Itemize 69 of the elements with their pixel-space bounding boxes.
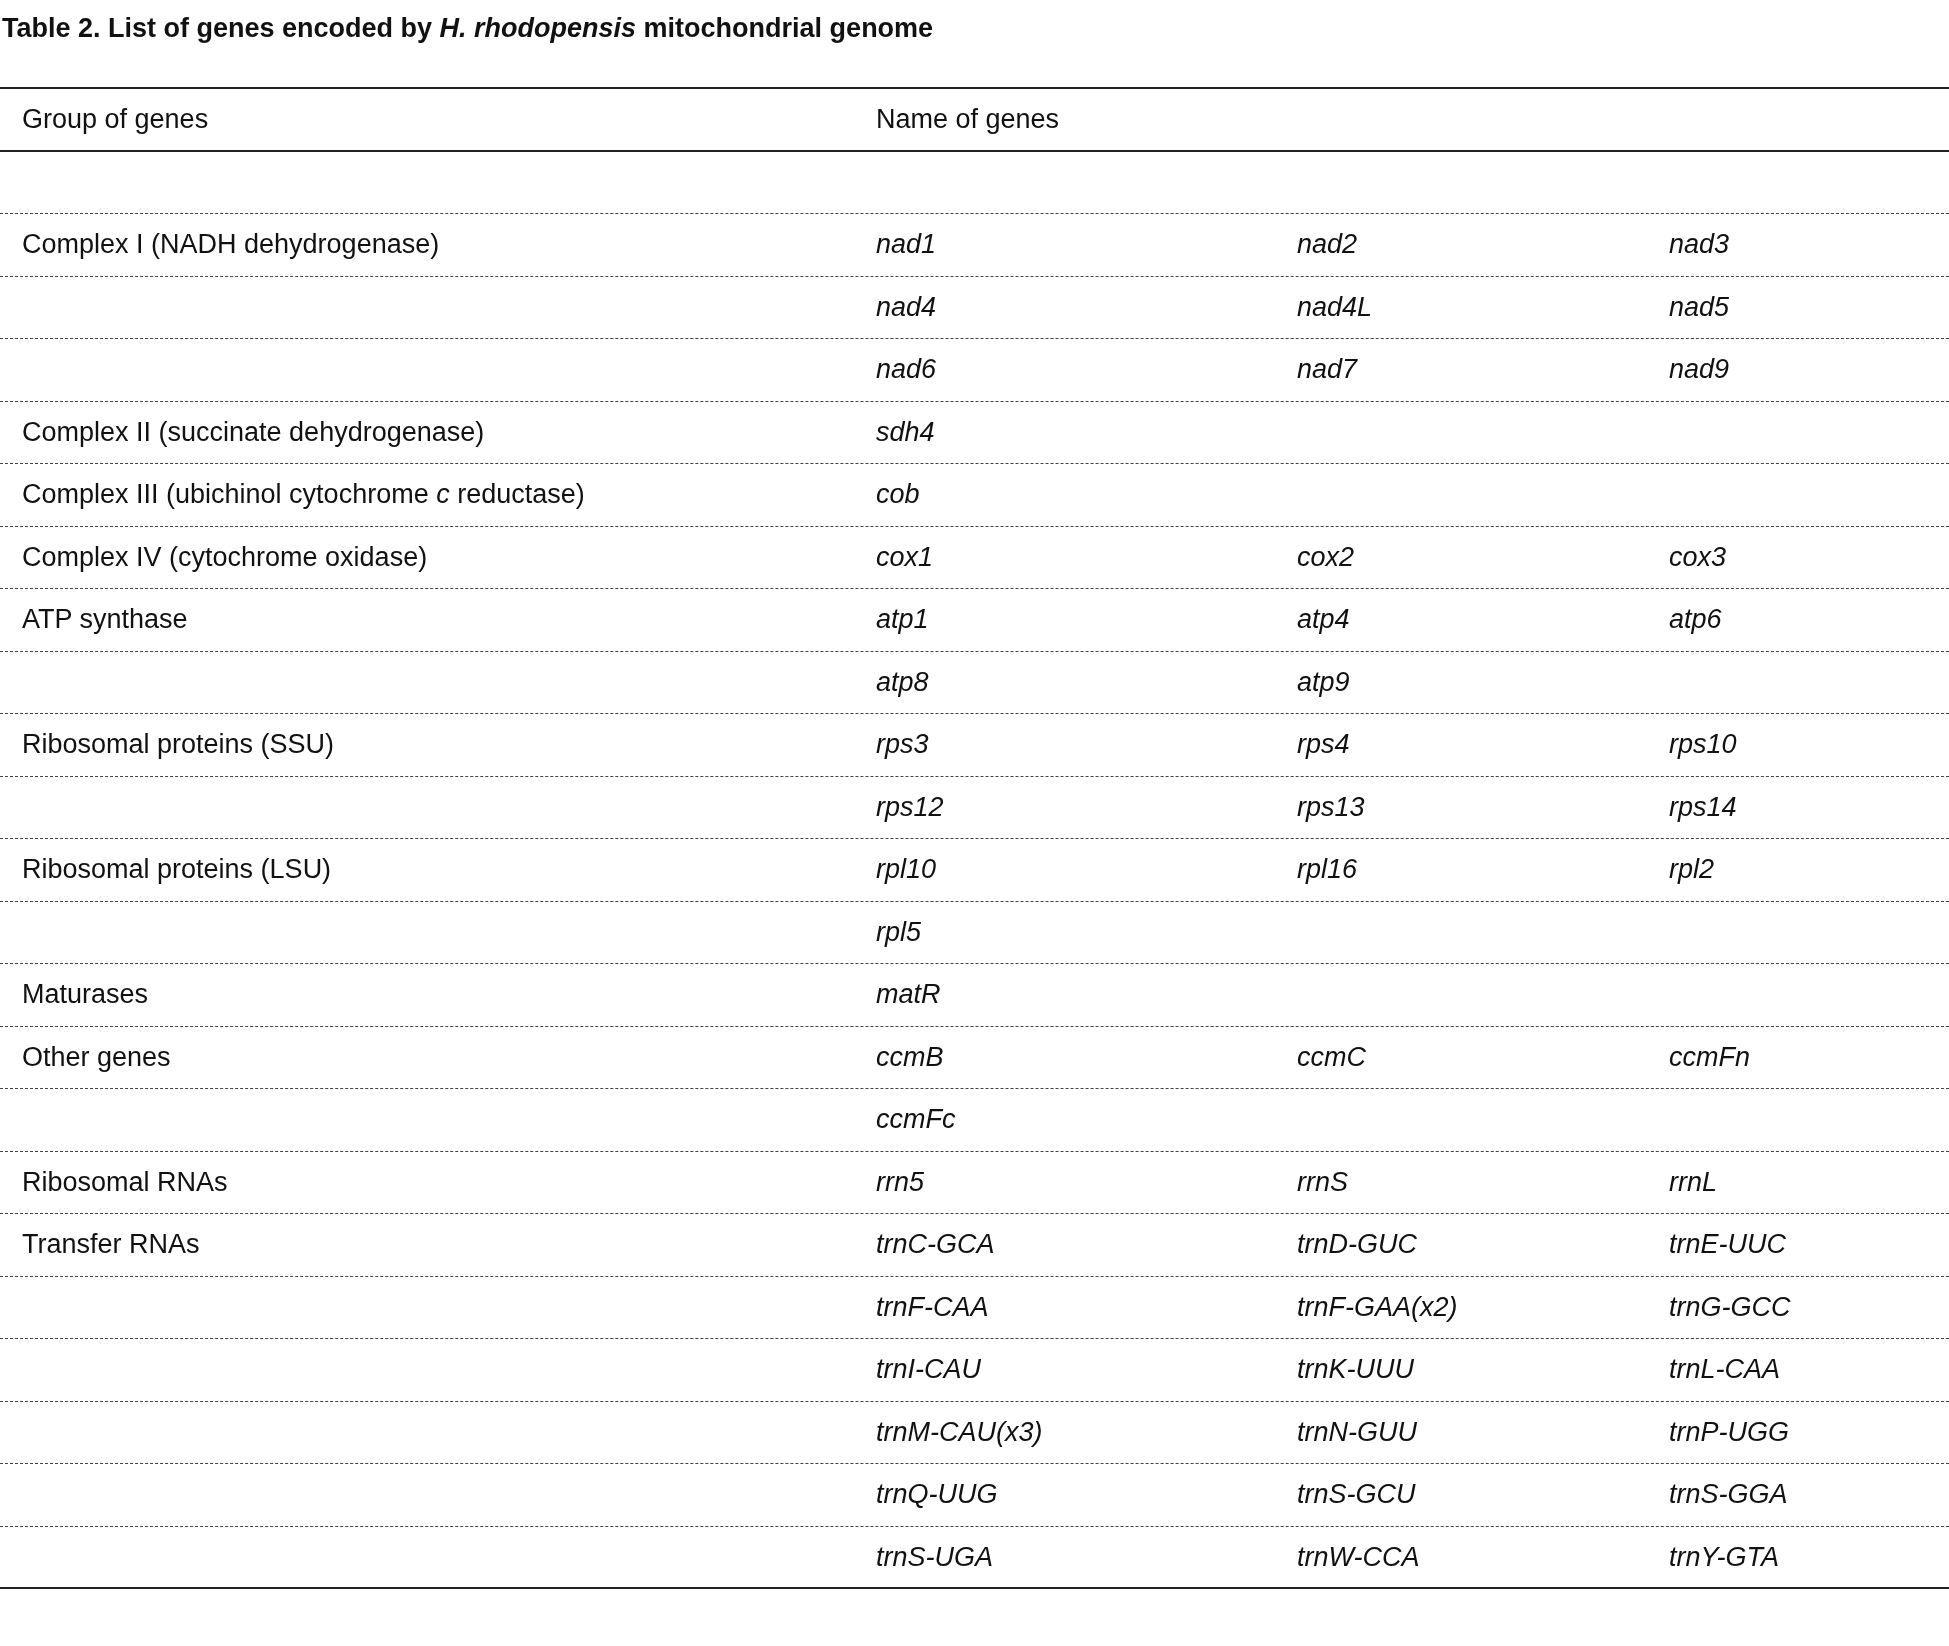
gene-group-name: Maturases bbox=[22, 978, 149, 1011]
column-header: Group of genes bbox=[22, 102, 209, 135]
gene-name: rps10 bbox=[1669, 728, 1737, 761]
gene-name: cob bbox=[876, 478, 920, 511]
gene-group-name: Complex IV (cytochrome oxidase) bbox=[22, 540, 428, 573]
gene-name: trnS-GGA bbox=[1669, 1478, 1788, 1511]
gene-name: trnC-GCA bbox=[876, 1228, 995, 1261]
gene-name: nad9 bbox=[1669, 353, 1730, 386]
gene-name: rps13 bbox=[1297, 790, 1365, 823]
gene-name: rpl16 bbox=[1297, 853, 1358, 886]
gene-name: ccmB bbox=[876, 1040, 944, 1073]
gene-name: atp6 bbox=[1669, 603, 1722, 636]
gene-name: rpl10 bbox=[876, 853, 937, 886]
gene-name: atp8 bbox=[876, 665, 929, 698]
gene-name: trnF-GAA(x2) bbox=[1297, 1290, 1458, 1323]
gene-name: rpl2 bbox=[1669, 853, 1715, 886]
gene-name: trnG-GCC bbox=[1669, 1290, 1791, 1323]
gene-name: rps12 bbox=[876, 790, 944, 823]
table-title: Table 2. List of genes encoded by H. rhodopensis mitochondrial genome bbox=[2, 12, 934, 44]
gene-name: rrnS bbox=[1297, 1165, 1348, 1198]
gene-name: trnL-CAA bbox=[1669, 1353, 1781, 1386]
gene-name: rpl5 bbox=[876, 915, 922, 948]
gene-name: matR bbox=[876, 978, 941, 1011]
gene-name: trnK-UUU bbox=[1297, 1353, 1414, 1386]
gene-name: atp4 bbox=[1297, 603, 1350, 636]
gene-name: nad7 bbox=[1297, 353, 1358, 386]
gene-group-name: Other genes bbox=[22, 1040, 171, 1073]
gene-name: atp9 bbox=[1297, 665, 1350, 698]
gene-name: nad5 bbox=[1669, 290, 1730, 323]
gene-group-name: Complex III (ubichinol cytochrome c reductase) bbox=[22, 478, 585, 511]
gene-name: cox2 bbox=[1297, 540, 1355, 573]
gene-name: trnS-UGA bbox=[876, 1540, 994, 1573]
gene-name: cox1 bbox=[876, 540, 934, 573]
gene-name: trnS-GCU bbox=[1297, 1478, 1416, 1511]
gene-name: nad3 bbox=[1669, 228, 1730, 261]
gene-name: trnN-GUU bbox=[1297, 1415, 1417, 1448]
gene-name: ccmC bbox=[1297, 1040, 1366, 1073]
gene-name: ccmFn bbox=[1669, 1040, 1750, 1073]
gene-name: rrnL bbox=[1669, 1165, 1717, 1198]
gene-name: trnW-CCA bbox=[1297, 1540, 1420, 1573]
gene-name: rps14 bbox=[1669, 790, 1737, 823]
gene-group-name: Ribosomal RNAs bbox=[22, 1165, 228, 1198]
gene-group-name: Transfer RNAs bbox=[22, 1228, 200, 1261]
gene-group-name: Ribosomal proteins (LSU) bbox=[22, 853, 332, 886]
gene-name: sdh4 bbox=[876, 415, 935, 448]
gene-name: trnF-CAA bbox=[876, 1290, 989, 1323]
gene-group-name: ATP synthase bbox=[22, 603, 188, 636]
gene-name: nad6 bbox=[876, 353, 937, 386]
gene-name: trnD-GUC bbox=[1297, 1228, 1417, 1261]
gene-name: rps3 bbox=[876, 728, 929, 761]
gene-name: nad1 bbox=[876, 228, 937, 261]
gene-group-name: Complex I (NADH dehydrogenase) bbox=[22, 228, 440, 261]
gene-name: ccmFc bbox=[876, 1103, 956, 1136]
gene-name: trnP-UGG bbox=[1669, 1415, 1789, 1448]
column-header: Name of genes bbox=[876, 102, 1060, 135]
gene-name: nad4L bbox=[1297, 290, 1373, 323]
gene-name: nad2 bbox=[1297, 228, 1358, 261]
gene-group-name: Ribosomal proteins (SSU) bbox=[22, 728, 335, 761]
gene-name: rps4 bbox=[1297, 728, 1350, 761]
gene-name: atp1 bbox=[876, 603, 929, 636]
gene-name: cox3 bbox=[1669, 540, 1727, 573]
gene-name: trnQ-UUG bbox=[876, 1478, 998, 1511]
gene-name: trnY-GTA bbox=[1669, 1540, 1779, 1573]
gene-name: trnI-CAU bbox=[876, 1353, 981, 1386]
gene-name: rrn5 bbox=[876, 1165, 924, 1198]
gene-name: trnM-CAU(x3) bbox=[876, 1415, 1043, 1448]
gene-name: trnE-UUC bbox=[1669, 1228, 1786, 1261]
gene-name: nad4 bbox=[876, 290, 937, 323]
gene-group-name: Complex II (succinate dehydrogenase) bbox=[22, 415, 485, 448]
